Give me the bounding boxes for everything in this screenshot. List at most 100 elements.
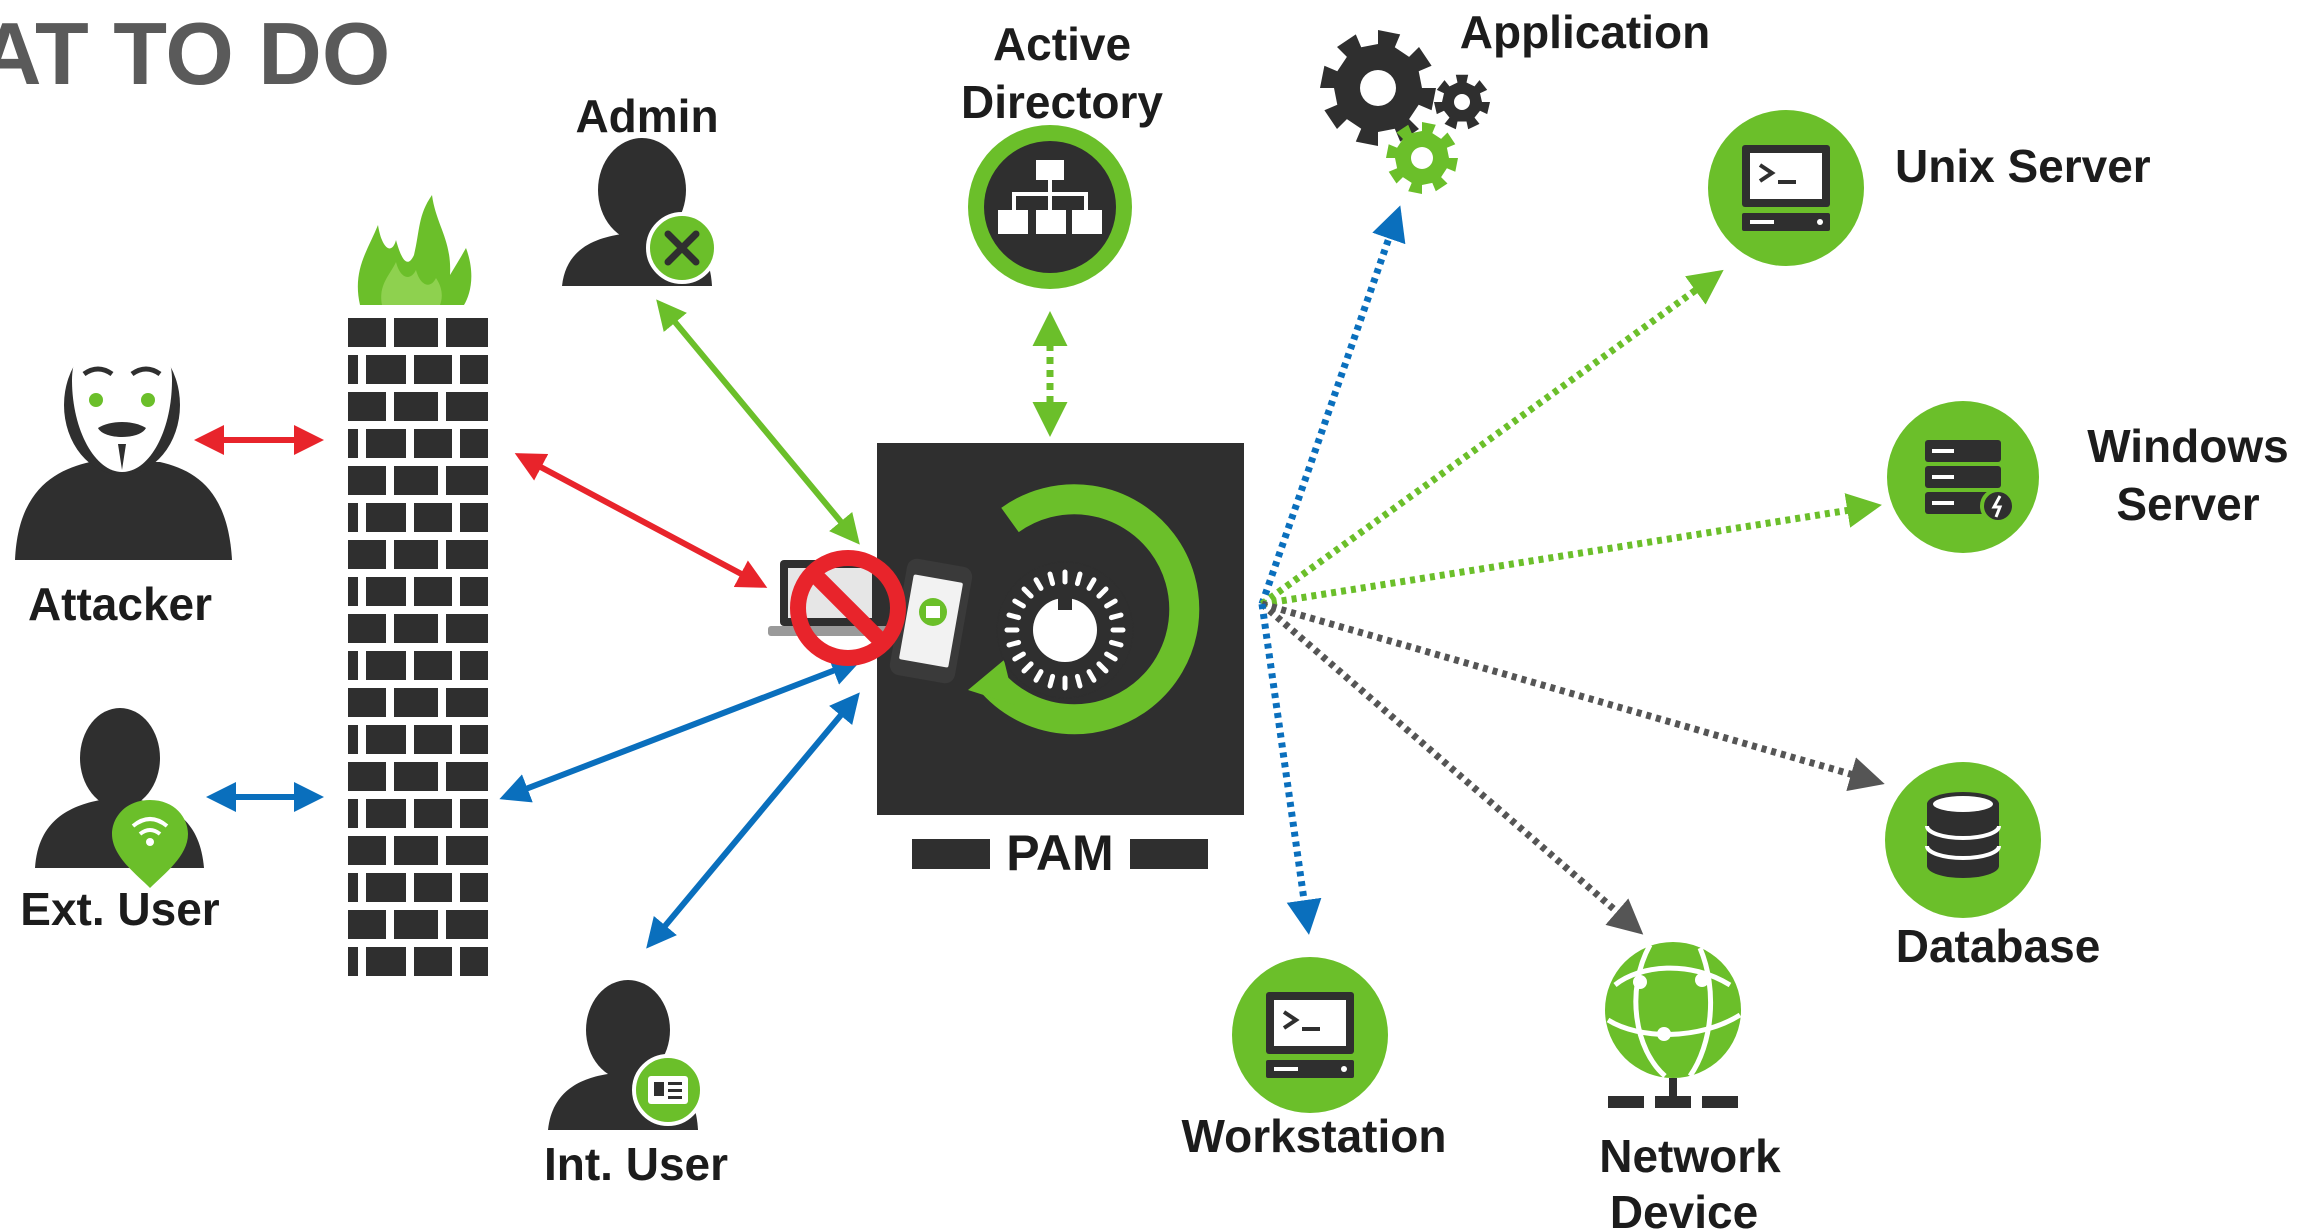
brick [414, 873, 452, 902]
brick [348, 540, 386, 569]
terminal-icon [1232, 957, 1388, 1113]
brick [366, 503, 406, 532]
firewall [348, 195, 488, 976]
gears-icon [1320, 30, 1490, 194]
page-heading: AT TO DO [0, 4, 390, 103]
network-device-node: Network Device [1599, 942, 1781, 1232]
pam-application-arrow [1258, 205, 1406, 606]
brick [348, 873, 358, 902]
brick [446, 836, 488, 865]
brick [394, 318, 438, 347]
dial-tick [1006, 639, 1022, 648]
brick [366, 725, 406, 754]
brick [348, 355, 358, 384]
brick [366, 577, 406, 606]
globe-network-icon [1605, 942, 1742, 1108]
brick [348, 318, 386, 347]
brick [366, 947, 406, 976]
application-label: Application [1460, 6, 1710, 58]
admin-node: Admin [562, 90, 719, 286]
brick [414, 577, 452, 606]
dial-tick [1012, 651, 1026, 662]
brick [482, 577, 488, 606]
brick [394, 836, 438, 865]
active-directory-label-line2: Directory [961, 76, 1163, 128]
pam-label: PAM [1006, 825, 1113, 881]
int-user-node: Int. User [544, 980, 728, 1190]
mobile-phone-icon [889, 558, 973, 684]
user-badge-icon [548, 980, 704, 1130]
database-node: Database [1885, 762, 2100, 972]
brick [446, 318, 488, 347]
brick [482, 725, 488, 754]
gear-hole [1454, 94, 1470, 110]
admin-pam-arrow [656, 299, 860, 545]
dial-tick [1047, 673, 1056, 689]
active-directory-node: Active Directory [961, 18, 1163, 289]
brick [482, 355, 488, 384]
brick [348, 503, 358, 532]
brick [460, 725, 482, 754]
server-rack-icon [1887, 401, 2039, 553]
brick [348, 947, 358, 976]
brick [460, 799, 482, 828]
brick [394, 392, 438, 421]
dial-tick [1096, 586, 1109, 599]
brick [460, 355, 482, 384]
brick [482, 503, 488, 532]
brick [414, 355, 452, 384]
dial-tick [1006, 612, 1022, 621]
pam-database-arrow [1261, 600, 1885, 792]
brick [348, 429, 358, 458]
ext-user-node: Ext. User [20, 708, 220, 935]
database-label: Database [1896, 920, 2101, 972]
brick-wall-icon [348, 318, 488, 976]
fire-icon [357, 195, 472, 305]
brick [394, 910, 438, 939]
firewall-pam-blue-arrow [499, 656, 862, 803]
brick [414, 429, 452, 458]
brick [348, 762, 386, 791]
dial-tick [1012, 598, 1026, 609]
guy-fawkes-mask-icon [15, 332, 232, 560]
brick [348, 577, 358, 606]
gear-hole [1411, 147, 1433, 169]
brick [446, 540, 488, 569]
brick [366, 355, 406, 384]
brick [460, 503, 482, 532]
brick [366, 799, 406, 828]
no-entry-icon [790, 550, 906, 666]
brick [482, 873, 488, 902]
brick [414, 651, 452, 680]
brick [394, 688, 438, 717]
brick [460, 651, 482, 680]
brick [460, 947, 482, 976]
brick [446, 392, 488, 421]
windows-server-label-line2: Server [2116, 478, 2259, 530]
workstation-label: Workstation [1182, 1110, 1447, 1162]
brick [348, 799, 358, 828]
brick [446, 614, 488, 643]
brick [482, 799, 488, 828]
brick [446, 466, 488, 495]
brick [460, 577, 482, 606]
dial-tick [1086, 577, 1097, 591]
unix-server-node: Unix Server [1708, 110, 2151, 266]
terminal-icon [1708, 110, 1864, 266]
network-device-label-line1: Network [1599, 1130, 1781, 1182]
brick [414, 503, 452, 532]
firewall-pam-red-arrow [514, 453, 768, 588]
brick [348, 910, 386, 939]
brick [482, 429, 488, 458]
brick [446, 910, 488, 939]
windows-server-label-line1: Windows [2087, 420, 2288, 472]
brick [482, 651, 488, 680]
network-device-label-line2: Device [1610, 1186, 1758, 1232]
gear-hole [1360, 70, 1396, 106]
brick [394, 614, 438, 643]
brick [348, 725, 358, 754]
brick [394, 466, 438, 495]
attacker-label: Attacker [28, 578, 212, 630]
pam-label-bar-left [912, 839, 990, 869]
